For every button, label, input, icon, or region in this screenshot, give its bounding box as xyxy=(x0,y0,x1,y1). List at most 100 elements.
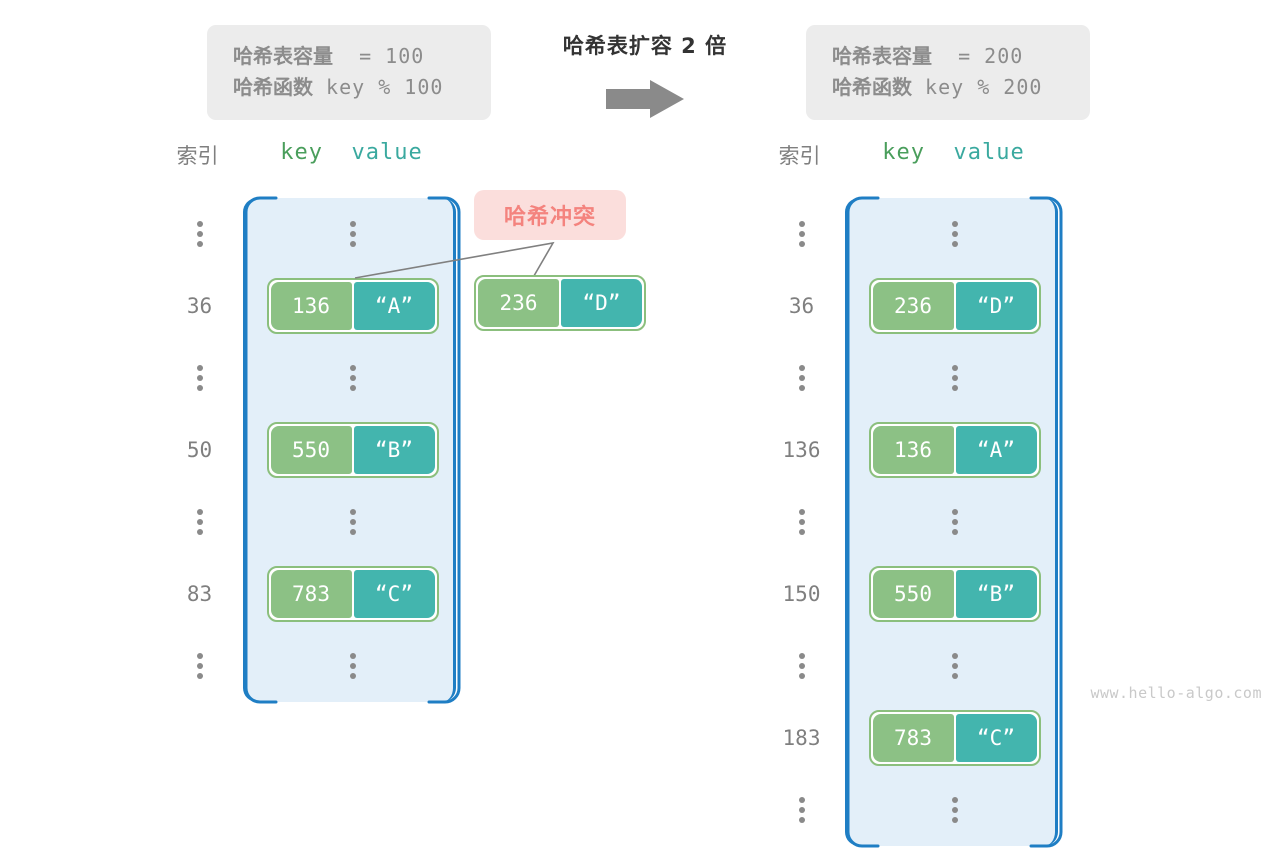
ellipsis-dot xyxy=(196,519,203,525)
header-key-right: key xyxy=(882,140,925,165)
key-value-pair[interactable]: 136“A” xyxy=(868,422,1041,478)
table-row: 50 550“B” xyxy=(187,414,453,486)
ellipsis-dot xyxy=(951,221,958,227)
ellipsis-dot xyxy=(798,221,805,227)
index-ellipsis-icon xyxy=(196,221,203,247)
ellipsis-dot xyxy=(349,221,356,227)
key-value-pair[interactable]: 236“D” xyxy=(474,275,646,331)
row-cell-area: 136“A” xyxy=(246,270,459,342)
key-value-pair[interactable]: 783“C” xyxy=(868,710,1041,766)
header-keyvalue-left: key value xyxy=(245,140,458,165)
ellipsis-dot xyxy=(951,807,958,813)
right-arrow-icon xyxy=(606,80,684,118)
pair-key: 783 xyxy=(872,714,954,762)
ellipsis-dot xyxy=(798,509,805,515)
table-row-ellipsis xyxy=(196,630,453,702)
row-cell-area xyxy=(848,486,1061,558)
watermark: www.hello-algo.com xyxy=(1090,684,1262,702)
pair-key: 136 xyxy=(872,426,954,474)
ellipsis-dot xyxy=(798,807,805,813)
bucket-ellipsis-icon xyxy=(951,365,958,391)
row-index-label: 83 xyxy=(186,582,213,606)
row-cell-area xyxy=(848,198,1061,270)
ellipsis-dot xyxy=(798,797,805,803)
row-index-label xyxy=(153,342,246,414)
table-row-ellipsis xyxy=(798,630,1055,702)
row-index-label xyxy=(755,198,848,270)
bucket-container-left: 36 136“A” 50 550“B” 83 783“C” xyxy=(187,196,461,704)
pair-key: 550 xyxy=(872,570,954,618)
hash-config-box-before: 哈希表容量 = 100 哈希函数 key % 100 xyxy=(207,25,491,120)
ellipsis-dot xyxy=(349,241,356,247)
ellipsis-dot xyxy=(951,231,958,237)
row-index-label xyxy=(755,486,848,558)
ellipsis-dot xyxy=(196,529,203,535)
ellipsis-dot xyxy=(798,241,805,247)
key-value-pair[interactable]: 550“B” xyxy=(868,566,1041,622)
key-value-pair[interactable]: 136“A” xyxy=(266,278,439,334)
ellipsis-dot xyxy=(798,519,805,525)
ellipsis-dot xyxy=(196,663,203,669)
ellipsis-dot xyxy=(349,673,356,679)
table-row: 83 783“C” xyxy=(187,558,453,630)
bucket-ellipsis-icon xyxy=(951,797,958,823)
table-row-ellipsis xyxy=(798,774,1055,846)
ellipsis-dot xyxy=(196,221,203,227)
row-index-label: 150 xyxy=(782,582,821,606)
index-ellipsis-icon xyxy=(798,653,805,679)
ellipsis-dot xyxy=(951,673,958,679)
ellipsis-dot xyxy=(349,519,356,525)
key-value-pair[interactable]: 236“D” xyxy=(868,278,1041,334)
pair-value: “C” xyxy=(955,714,1037,762)
bucket-ellipsis-icon xyxy=(951,509,958,535)
index-ellipsis-icon xyxy=(196,653,203,679)
row-index-label xyxy=(755,774,848,846)
pair-value: “C” xyxy=(353,570,435,618)
row-cell-area xyxy=(848,342,1061,414)
key-value-pair[interactable]: 783“C” xyxy=(266,566,439,622)
ellipsis-dot xyxy=(951,817,958,823)
bucket-ellipsis-icon xyxy=(349,653,356,679)
row-cell-area: 783“C” xyxy=(246,558,459,630)
row-index-label xyxy=(755,630,848,702)
ellipsis-dot xyxy=(196,365,203,371)
ellipsis-dot xyxy=(349,375,356,381)
ellipsis-dot xyxy=(951,653,958,659)
ellipsis-dot xyxy=(798,653,805,659)
bucket-ellipsis-icon xyxy=(951,221,958,247)
table-row-ellipsis xyxy=(798,342,1055,414)
header-index-left: 索引 xyxy=(176,144,219,168)
row-index-label: 50 xyxy=(186,438,213,462)
key-value-pair[interactable]: 550“B” xyxy=(266,422,439,478)
ellipsis-dot xyxy=(798,385,805,391)
pair-value: “B” xyxy=(353,426,435,474)
ellipsis-dot xyxy=(798,375,805,381)
pair-key: 550 xyxy=(270,426,352,474)
hashfunc-line-before: 哈希函数 key % 100 xyxy=(233,75,444,99)
ellipsis-dot xyxy=(798,673,805,679)
header-index-right: 索引 xyxy=(778,144,821,168)
row-index-label xyxy=(153,198,246,270)
row-cell-area xyxy=(848,630,1061,702)
table-row-ellipsis xyxy=(798,198,1055,270)
ellipsis-dot xyxy=(349,365,356,371)
ellipsis-dot xyxy=(798,663,805,669)
ellipsis-dot xyxy=(196,241,203,247)
index-ellipsis-icon xyxy=(196,365,203,391)
table-row-ellipsis xyxy=(196,198,453,270)
row-cell-area xyxy=(848,774,1061,846)
header-key-left: key xyxy=(280,140,323,165)
row-cell-area xyxy=(246,630,459,702)
table-row: 150 550“B” xyxy=(783,558,1055,630)
ellipsis-dot xyxy=(349,231,356,237)
table-row: 36 136“A” xyxy=(187,270,453,342)
collision-pair-cell: 236“D” xyxy=(474,275,646,331)
bucket-ellipsis-icon xyxy=(349,509,356,535)
ellipsis-dot xyxy=(349,663,356,669)
row-index-label: 36 xyxy=(186,294,213,318)
capacity-line-after: 哈希表容量 = 200 xyxy=(832,44,1024,68)
row-index-label: 136 xyxy=(782,438,821,462)
index-ellipsis-icon xyxy=(798,365,805,391)
